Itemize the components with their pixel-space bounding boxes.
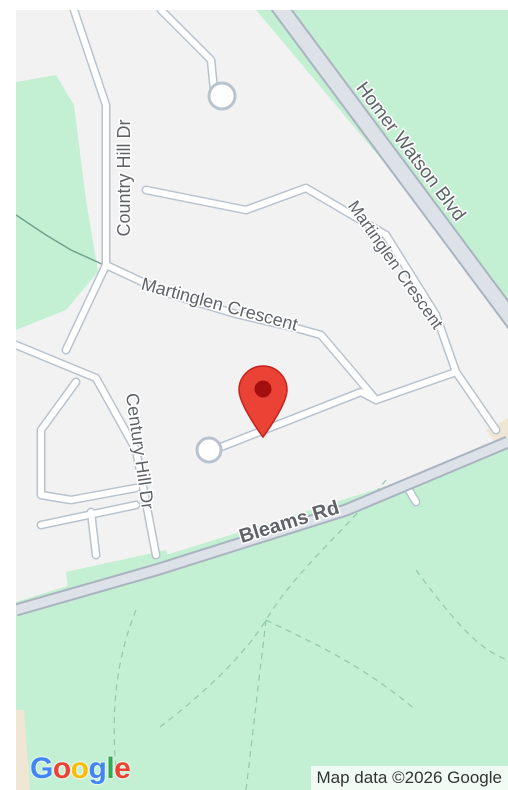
- sand-edge: [16, 710, 30, 790]
- pin-shape: [238, 365, 288, 439]
- cul-de-sac-top: [207, 81, 237, 111]
- map-canvas[interactable]: Homer Watson Blvd Country Hill Dr Martin…: [16, 10, 508, 790]
- google-logo-letter: e: [114, 752, 131, 785]
- bleams-rd-fill: [16, 437, 508, 615]
- stream: [16, 214, 105, 266]
- google-logo-letter: G: [30, 752, 53, 785]
- google-logo-letter: o: [52, 752, 71, 785]
- homer-watson-fill: [272, 10, 508, 326]
- google-logo-letter: l: [106, 752, 115, 785]
- google-logo: Google: [30, 752, 131, 786]
- map-attribution[interactable]: Map data ©2026 Google: [310, 766, 508, 790]
- google-logo-letter: g: [88, 752, 107, 785]
- local-roads-fill: [16, 10, 499, 558]
- park-trails: [113, 479, 508, 790]
- map-layer: Homer Watson Blvd Country Hill Dr Martin…: [16, 10, 508, 790]
- google-logo-letters: Google: [30, 752, 131, 785]
- park-bottom: [16, 448, 508, 790]
- martinglen-crescent-label-1: Martinglen Crescent: [139, 274, 300, 335]
- google-logo-letter: o: [70, 752, 89, 785]
- park-left: [16, 75, 98, 330]
- country-hill-label: Country Hill Dr: [114, 119, 134, 236]
- cul-de-sac-bottom: [195, 436, 223, 464]
- park-strip: [66, 550, 171, 590]
